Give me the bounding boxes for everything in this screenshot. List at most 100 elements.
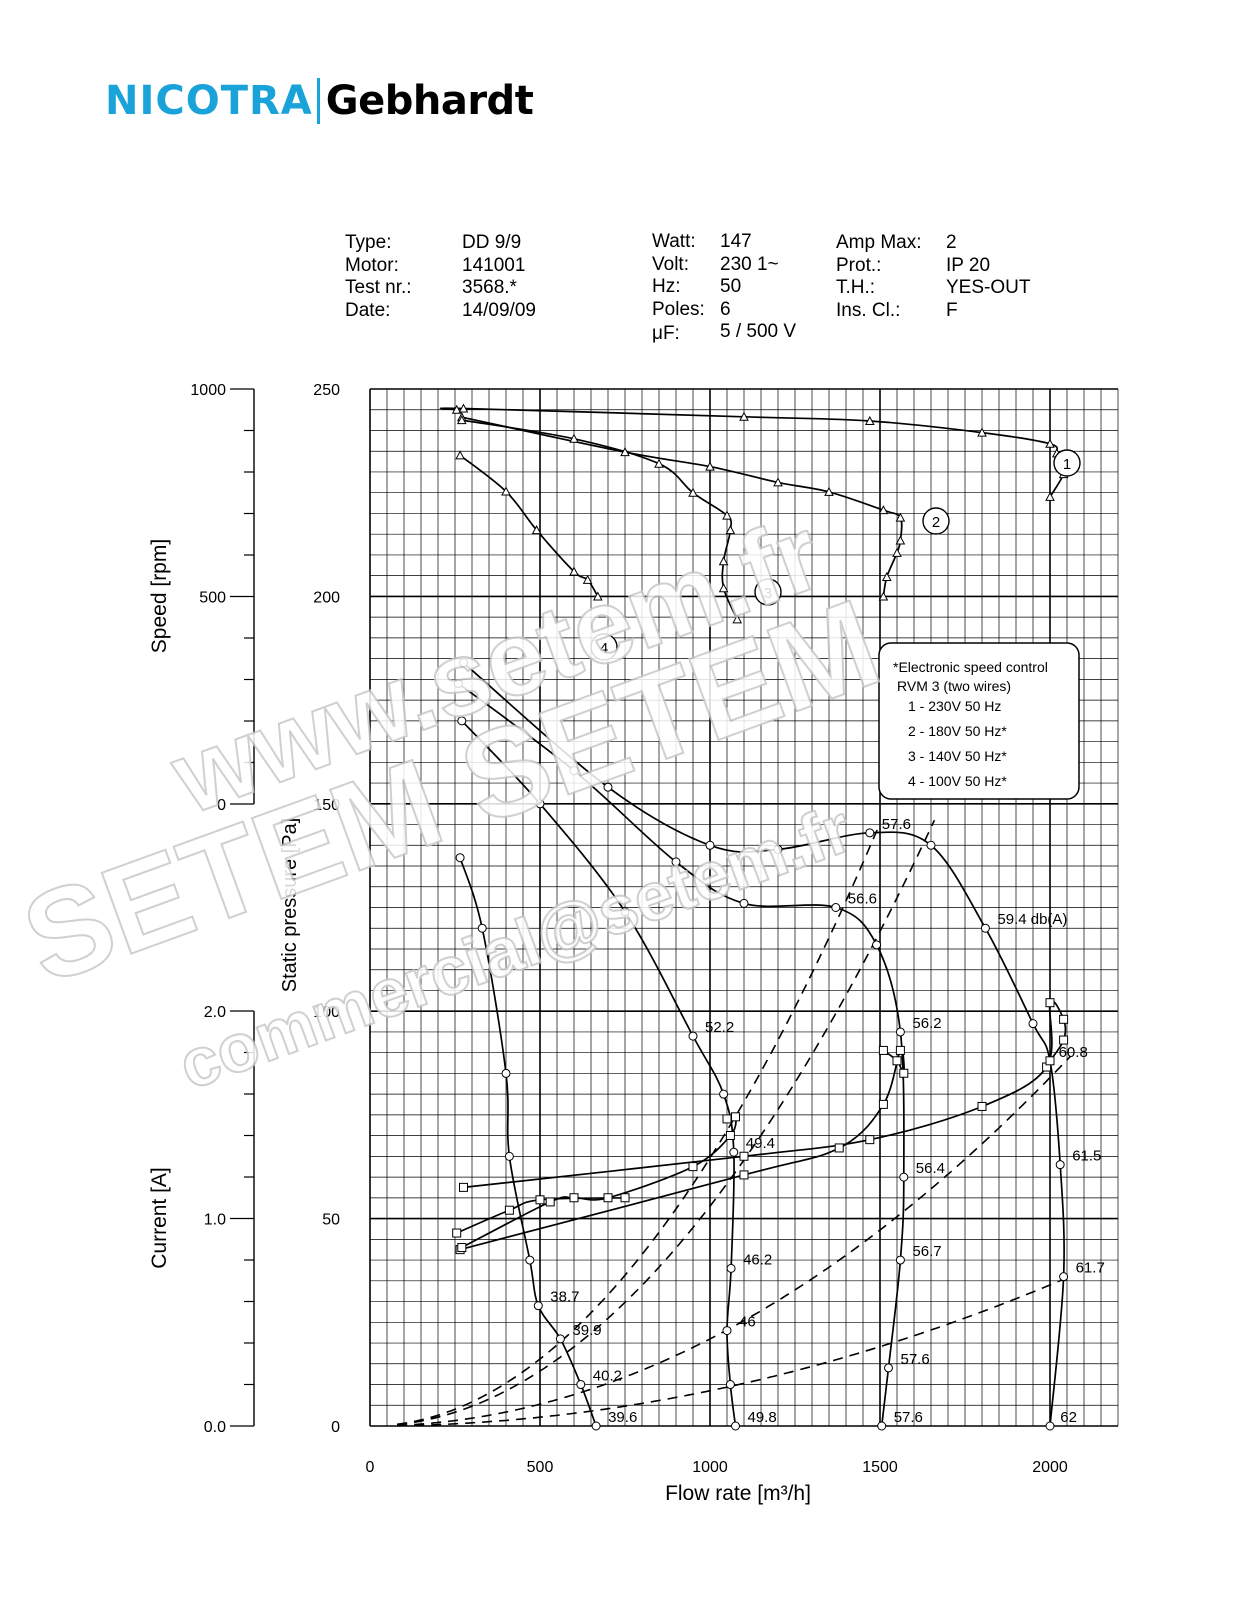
current-point — [865, 1135, 875, 1145]
pressure-point — [773, 844, 783, 854]
noise-label: 56.7 — [912, 1243, 941, 1260]
spec-value: 3568.* — [462, 277, 517, 298]
speed-tick-label: 0 — [217, 797, 226, 814]
spec-label: T.H.: — [836, 277, 876, 298]
noise-label: 46.2 — [743, 1251, 772, 1268]
current-point — [892, 1056, 902, 1066]
pressure-point — [569, 766, 579, 776]
speed-tick-label: 500 — [199, 590, 226, 607]
speed-point — [569, 433, 579, 443]
current-point — [1045, 1056, 1055, 1066]
speed-point — [864, 415, 875, 425]
pressure-tick-label: 50 — [322, 1212, 340, 1229]
x-tick-label: 500 — [527, 1459, 554, 1476]
noise-label: 61.5 — [1072, 1148, 1101, 1165]
current-point — [878, 1099, 888, 1109]
noise-label: 59.4 db(A) — [997, 911, 1067, 928]
pressure-axis-label: Static pressure [Pa] — [279, 818, 301, 993]
legend-item: 4 - 100V 50 Hz* — [908, 773, 1007, 789]
pressure-point — [1055, 1160, 1065, 1170]
logo-divider — [316, 78, 320, 124]
spec-label: Hz: — [652, 276, 681, 297]
pressure-point — [877, 1421, 887, 1431]
spec-value: F — [946, 299, 958, 321]
pressure-curve-4 — [459, 857, 597, 1427]
curve-markers — [451, 403, 1069, 1431]
spec-label: Prot.: — [836, 254, 882, 276]
noise-label: 56.6 — [848, 891, 877, 908]
pressure-tick-label: 150 — [313, 797, 340, 814]
x-axis-label: Flow rate [m³/h] — [665, 1482, 811, 1505]
speed-control-legend: *Electronic speed control RVM 3 (two wir… — [878, 642, 1080, 800]
spec-value: IP 20 — [946, 254, 991, 276]
pressure-point — [533, 1301, 543, 1311]
pressure-point — [719, 1089, 729, 1099]
spec-label: Volt: — [652, 253, 689, 275]
current-point — [535, 1195, 545, 1205]
x-tick-label: 1500 — [862, 1459, 898, 1476]
spec-label: Poles: — [652, 298, 705, 320]
spec-label: Ins. Cl.: — [836, 299, 901, 321]
spec-label: Amp Max: — [836, 232, 922, 253]
pressure-curve-1 — [462, 662, 1065, 1427]
current-point — [899, 1068, 909, 1078]
speed-point — [824, 486, 834, 496]
speed-point — [1045, 491, 1055, 501]
pressure-point — [457, 716, 467, 726]
spec-value: 5 / 500 V — [720, 321, 797, 342]
noise-label: 49.4 — [746, 1135, 775, 1152]
pressure-point — [729, 1147, 739, 1157]
x-tick-label: 2000 — [1032, 1459, 1068, 1476]
curve-tag-2: 2 — [922, 507, 950, 535]
curve-tag-3: 3 — [754, 578, 782, 606]
noise-labels: 57.659.4 db(A)60.861.561.76256.656.256.4… — [550, 816, 1105, 1426]
noise-label: 56.2 — [912, 1015, 941, 1032]
pressure-point — [501, 1068, 511, 1078]
logo-brand-secondary: Gebhardt — [325, 78, 534, 124]
pressure-tick-label: 100 — [313, 1004, 340, 1021]
speed-point — [592, 591, 603, 601]
current-point — [895, 1045, 905, 1055]
spec-col1-labels: Type: Motor: Test nr.: Date: — [345, 232, 412, 322]
pressure-point — [895, 1027, 905, 1037]
speed-point — [456, 415, 467, 425]
speed-point — [620, 447, 630, 457]
pressure-point — [705, 840, 715, 850]
speed-point — [531, 525, 542, 535]
speed-point — [688, 487, 698, 497]
current-point — [739, 1170, 749, 1180]
current-point — [569, 1193, 579, 1203]
pressure-point — [865, 828, 875, 838]
pressure-point — [671, 857, 681, 867]
legend-item: 3 - 140V 50 Hz* — [908, 748, 1007, 764]
system-curves — [397, 819, 1071, 1427]
spec-label: μF: — [652, 323, 680, 344]
pressure-point — [555, 1334, 565, 1344]
logo: NICOTRA Gebhardt — [105, 76, 534, 126]
pressure-point — [459, 658, 468, 668]
spec-col2-values: 147 230 1~ 50 6 5 / 500 V — [720, 231, 796, 344]
speed-point — [895, 535, 906, 545]
pressure-point — [899, 1172, 909, 1182]
legend-subtitle: RVM 3 (two wires) — [897, 678, 1011, 694]
speed-point — [458, 403, 469, 413]
noise-label: 60.8 — [1059, 1044, 1088, 1061]
x-tick-label: 0 — [366, 1459, 375, 1476]
watermark: www.setem.fr SETEM SETEM commercial@sete… — [6, 494, 897, 1106]
x-tick-label: 1000 — [692, 1459, 728, 1476]
spec-col1-values: DD 9/9 141001 3568.* 14/09/09 — [462, 232, 536, 322]
spec-col3-values: 2 IP 20 YES-OUT F — [946, 232, 1030, 322]
speed-point — [718, 556, 729, 566]
current-tick-label: 1.0 — [204, 1212, 226, 1229]
speed-point — [878, 591, 889, 601]
pressure-point — [1045, 1421, 1055, 1431]
pressure-point — [535, 799, 545, 809]
pressure-point — [477, 923, 487, 933]
speed-point — [569, 566, 579, 576]
pressure-point — [603, 782, 613, 792]
current-curve-1 — [463, 1000, 1067, 1189]
speed-point — [501, 486, 511, 496]
noise-label: 39.6 — [608, 1409, 637, 1426]
